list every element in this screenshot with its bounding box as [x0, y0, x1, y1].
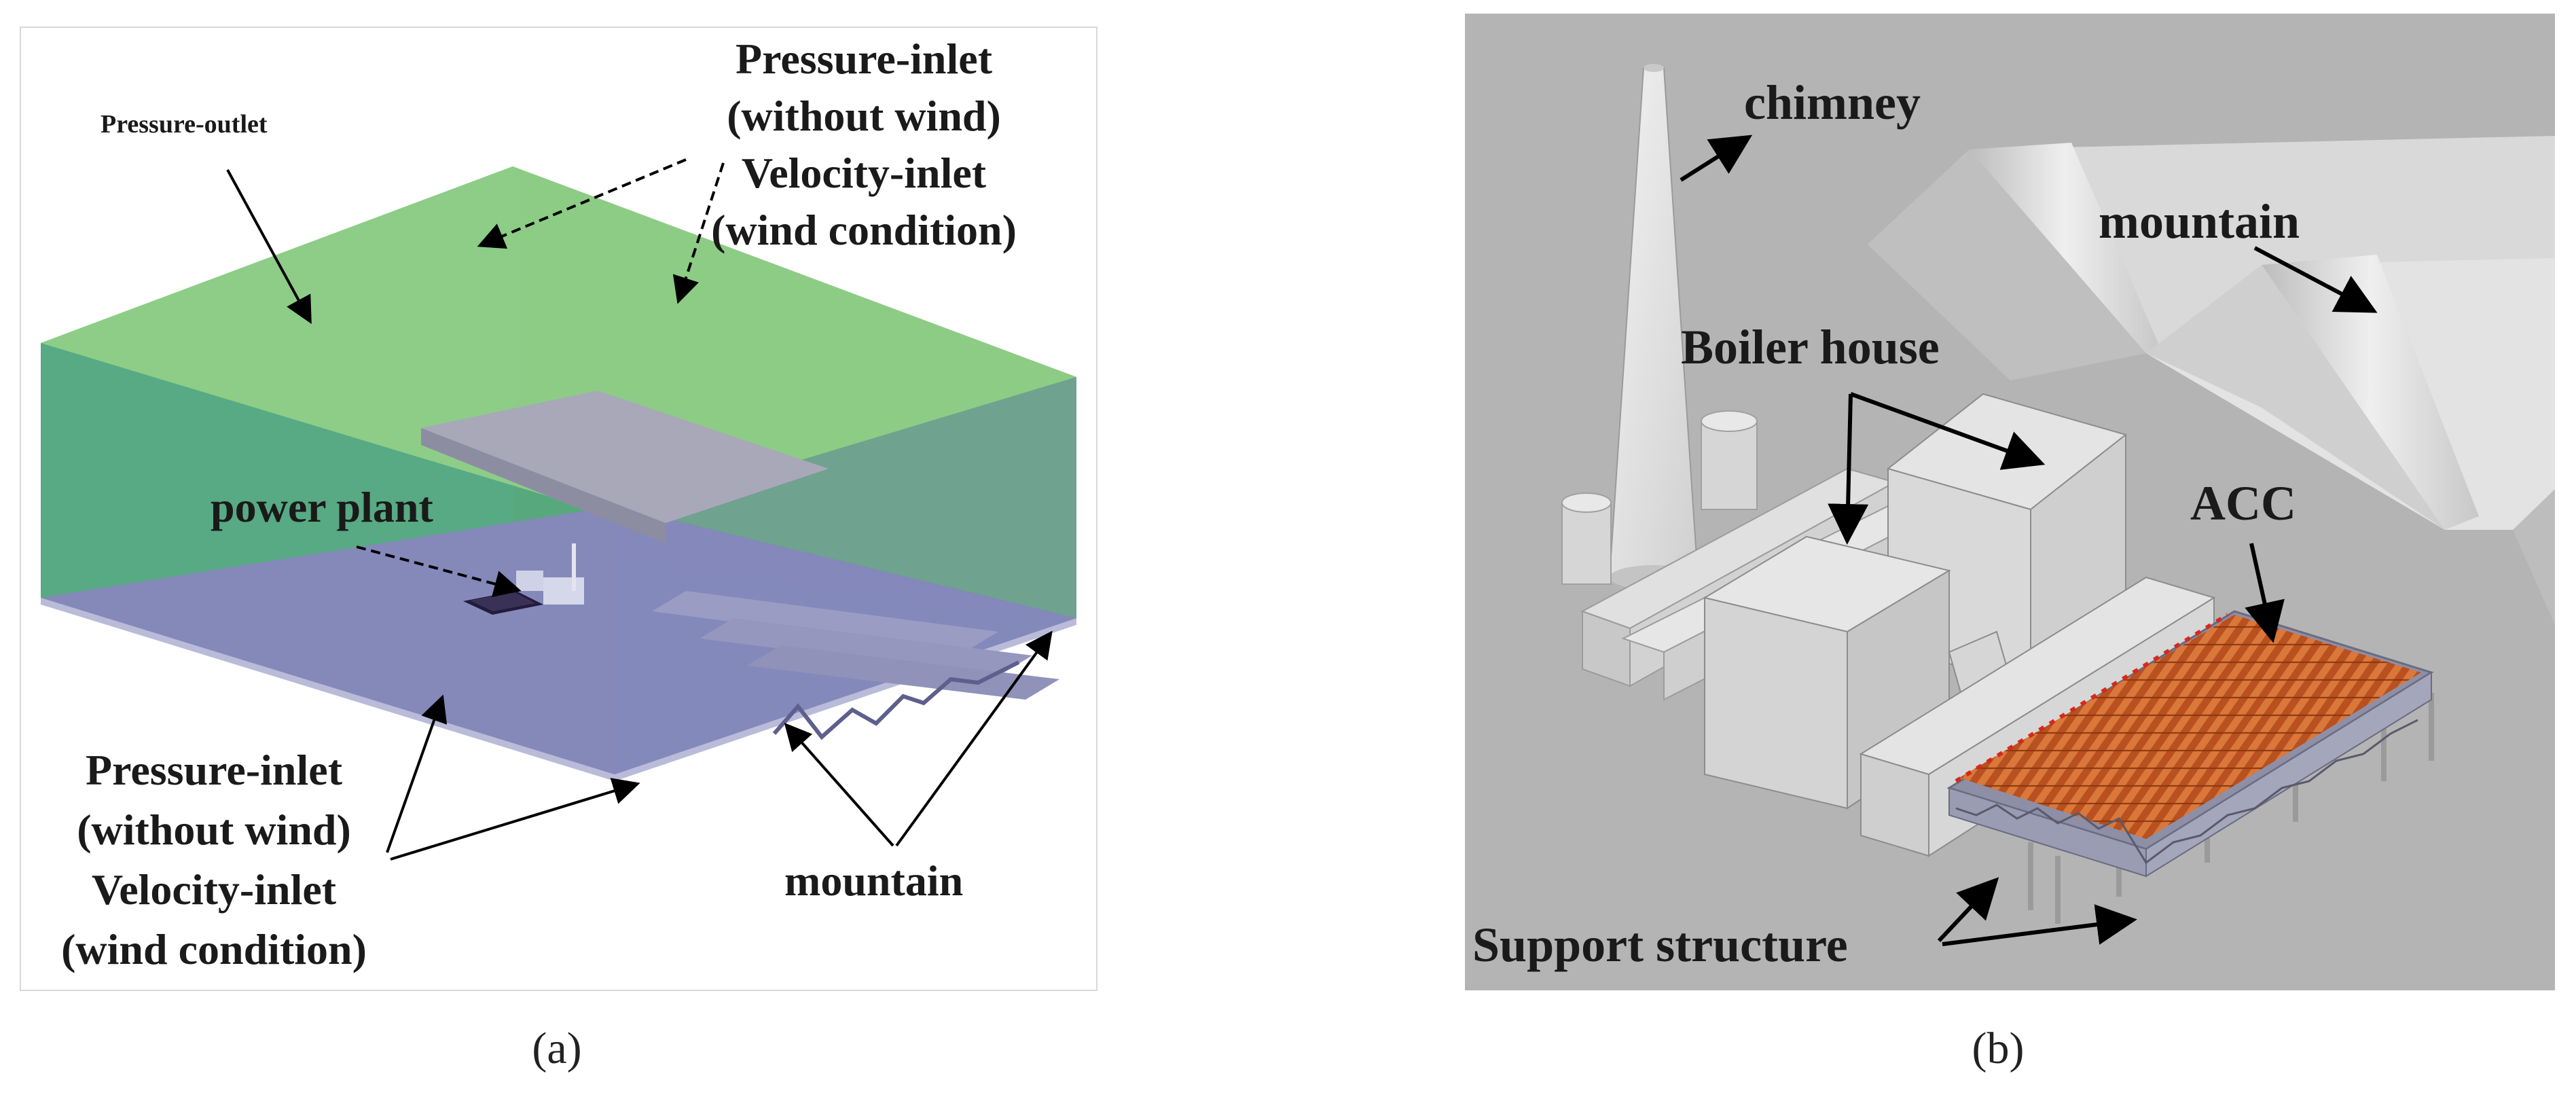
label-chimney: chimney	[1744, 75, 1921, 130]
label-top-inlet-1: Pressure-inlet	[736, 35, 993, 83]
label-bottom-inlet-3: Velocity-inlet	[92, 865, 337, 914]
domain-ground-plane	[41, 506, 1076, 781]
storage-tanks	[1561, 410, 1758, 585]
arrow-mountain-b	[2253, 246, 2378, 313]
label-bottom-inlet-2: (without wind)	[77, 806, 351, 854]
caption-b: (b)	[1972, 1024, 2025, 1073]
label-top-inlet-2: (without wind)	[727, 92, 1001, 140]
acc-model	[1946, 610, 2434, 924]
mountain-model	[1868, 136, 2555, 625]
arrow-bottom-inlet-left	[386, 694, 448, 853]
arrow-mountain-left	[784, 723, 894, 847]
label-mountain-a: mountain	[784, 857, 963, 905]
label-top-inlet-3: Velocity-inlet	[742, 149, 987, 197]
plateau-side	[421, 428, 666, 543]
panel-b: chimney mountain Boiler house ACC Suppor…	[1465, 14, 2555, 1073]
label-top-inlet-4: (wind condition)	[711, 206, 1017, 254]
label-acc: ACC	[2190, 476, 2296, 530]
label-boiler-house: Boiler house	[1681, 320, 1940, 374]
arrow-top-inlet-right	[672, 162, 725, 304]
plateau-top	[421, 391, 829, 523]
arrow-pressure-outlet	[226, 169, 312, 325]
arrow-support-left	[1937, 877, 1999, 943]
arrow-power-plant	[356, 545, 522, 598]
mountain-ridges	[652, 591, 1059, 740]
label-pressure-outlet: Pressure-outlet	[101, 110, 268, 139]
label-support-structure: Support structure	[1472, 918, 1848, 972]
label-mountain-b: mountain	[2099, 194, 2300, 249]
arrow-bottom-inlet-right	[390, 778, 640, 861]
arrow-acc	[2245, 543, 2285, 643]
label-power-plant: power plant	[211, 483, 433, 531]
arrow-support-right	[1942, 904, 2137, 946]
domain-top-face	[41, 166, 1076, 516]
arrow-boiler-house-right	[1849, 392, 2046, 470]
label-bottom-inlet-1: Pressure-inlet	[86, 746, 343, 794]
arrow-top-inlet-left	[477, 158, 687, 249]
caption-a: (a)	[532, 1024, 581, 1073]
arrow-boiler-house-left	[1828, 393, 1869, 545]
arrow-mountain-right	[895, 630, 1053, 847]
panel-a: Pressure-outlet Pressure-inlet (without …	[20, 26, 1097, 1073]
label-bottom-inlet-4: (wind condition)	[61, 925, 367, 973]
arrow-chimney	[1680, 134, 1753, 182]
